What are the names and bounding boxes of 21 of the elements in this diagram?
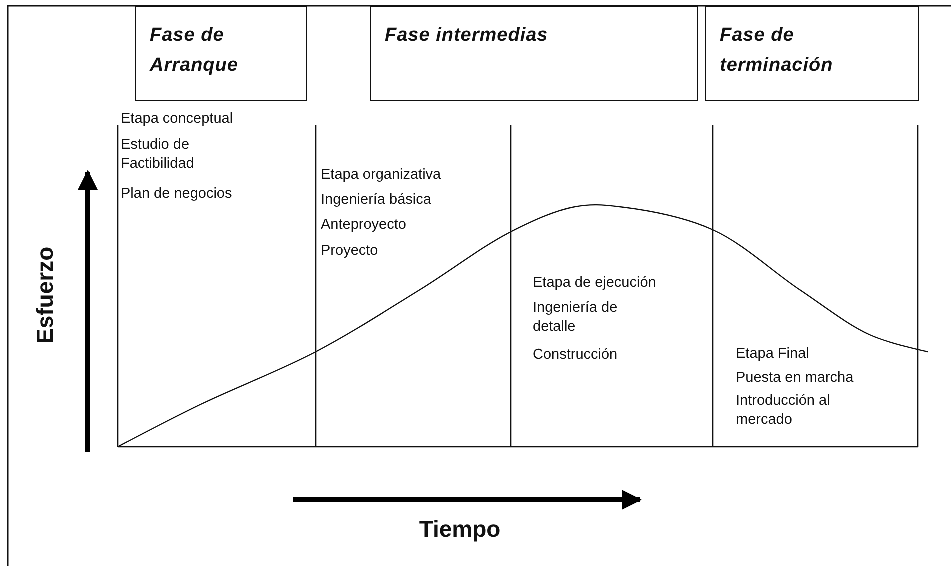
stage-text: Estudio de Factibilidad — [121, 136, 196, 174]
stage-text: Etapa conceptual — [121, 110, 234, 129]
stage-text: Plan de negocios — [121, 185, 232, 204]
axis-title: Tiempo — [418, 516, 502, 542]
phase-title: Fase de terminación — [720, 24, 834, 78]
stage-text: Etapa organizativa — [321, 166, 442, 185]
phase-title: Fase de Arranque — [150, 24, 240, 78]
stage-text: Construcción — [533, 346, 618, 365]
phase-title: Fase intermedias — [385, 24, 550, 48]
phase-box — [705, 6, 919, 101]
stage-text: Anteproyecto — [321, 216, 406, 235]
stage-text: Ingeniería de detalle — [533, 299, 619, 337]
stage-text: Ingeniería básica — [321, 191, 432, 210]
stage-text: Puesta en marcha — [736, 369, 854, 388]
phase-box — [135, 6, 307, 101]
stage-text: Proyecto — [321, 242, 378, 261]
phase-box — [370, 6, 698, 101]
axis-title: Esfuerzo — [32, 245, 58, 346]
stage-text: Etapa de ejecución — [533, 274, 656, 293]
stage-text: Etapa Final — [736, 345, 810, 364]
stage-text: Introducción al mercado — [736, 392, 832, 430]
